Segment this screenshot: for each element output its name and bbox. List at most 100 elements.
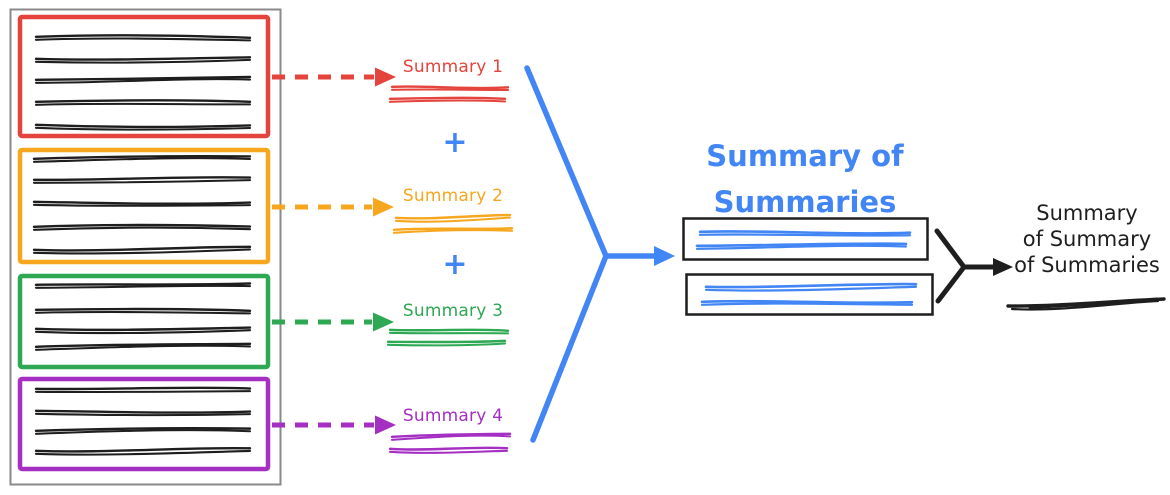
- sketch-stroke: [34, 446, 252, 453]
- sketch-stroke: [34, 37, 252, 42]
- summary-3-scribble: [386, 328, 510, 347]
- sketch-stroke: [386, 342, 507, 347]
- sketch-stroke: [390, 434, 512, 441]
- sketch-stroke: [388, 99, 507, 103]
- sketch-stroke: [388, 331, 510, 335]
- final-summary-label: Summary of Summary of Summaries: [1008, 200, 1166, 278]
- chunk-4-text-lines: [34, 386, 252, 456]
- sketch-stroke: [34, 344, 252, 351]
- sketch-stroke: [34, 390, 252, 394]
- chunk-4-box: [17, 376, 271, 472]
- arrow-chunk-2-to-summary-2: [272, 197, 394, 217]
- sketch-stroke: [32, 245, 252, 252]
- summary-1-scribble: [388, 85, 510, 103]
- sketch-stroke: [34, 56, 252, 61]
- summary-2-scribble: [392, 213, 514, 234]
- sketch-stroke: [394, 216, 512, 223]
- sketch-stroke: [34, 102, 252, 106]
- sketch-stroke: [32, 203, 252, 207]
- sketch-stroke: [698, 233, 912, 237]
- sketch-stroke: [34, 282, 252, 286]
- sketch-stroke: [34, 386, 252, 391]
- sketch-stroke: [394, 213, 512, 220]
- sos-box-2-text-lines: [700, 282, 918, 306]
- chunk-3-box: [17, 273, 271, 370]
- sketch-stroke: [32, 179, 252, 184]
- final-summary-label-line-1: Summary: [1036, 201, 1138, 225]
- summary-4-scribble: [388, 432, 512, 454]
- summary-of-summaries-title-line-2: Summaries: [713, 185, 897, 219]
- sketch-stroke: [34, 449, 252, 456]
- merge-arrow-blue-diagonals: [524, 65, 609, 443]
- sketch-stroke: [34, 326, 252, 332]
- sketch-stroke: [1028, 301, 1122, 310]
- sketch-stroke: [34, 342, 252, 348]
- sketch-stroke: [388, 96, 507, 101]
- sos-box-2: [685, 273, 934, 316]
- sketch-stroke: [34, 75, 252, 81]
- sketch-stroke: [1010, 299, 1160, 311]
- plus-operator-2: +: [442, 247, 468, 282]
- sketch-stroke: [388, 446, 509, 451]
- sketch-stroke: [34, 123, 252, 129]
- sketch-stroke: [388, 449, 509, 454]
- chunk-1-box: [17, 14, 271, 139]
- sketch-stroke: [32, 157, 252, 163]
- merge-arrow-blue-head: [654, 246, 675, 266]
- merge-arrow-black-head: [993, 258, 1013, 276]
- sketch-stroke: [700, 299, 914, 305]
- sketch-stroke: [698, 230, 912, 235]
- dashed-arrow-head: [373, 312, 394, 332]
- sketch-stroke: [34, 429, 252, 435]
- chunk-2-box: [17, 147, 271, 265]
- sketch-stroke: [34, 412, 252, 417]
- summary-3-label: Summary 3: [402, 301, 504, 321]
- dashed-arrow-head: [375, 67, 396, 87]
- sos-box-1-text-lines: [695, 230, 912, 250]
- arrow-chunk-1-to-summary-1: [272, 67, 396, 87]
- arrow-chunk-3-to-summary-3: [272, 312, 394, 332]
- sketch-stroke: [34, 311, 252, 315]
- chunk-3-text-lines: [34, 282, 252, 351]
- chunk-1-text-lines: [34, 34, 252, 131]
- sketch-stroke: [695, 244, 908, 250]
- sketch-stroke: [700, 302, 914, 306]
- final-summary-label-line-3: of Summaries: [1014, 253, 1160, 277]
- final-summary-label-line-2: of Summary: [1022, 227, 1152, 251]
- merge-arrow-black: [934, 228, 1013, 304]
- sketch-stroke: [34, 284, 252, 289]
- sketch-stroke: [32, 155, 252, 160]
- final-summary-scribble: [1006, 297, 1166, 311]
- merge-arrow-blue: [524, 65, 675, 443]
- merge-arrow-black-diagonals: [934, 228, 967, 304]
- source-document-frame: [9, 8, 282, 486]
- sketch-stroke: [32, 200, 252, 205]
- sketch-stroke: [390, 432, 512, 438]
- sketch-stroke: [32, 248, 252, 255]
- sketch-stroke: [34, 99, 252, 103]
- arrow-chunk-4-to-summary-4: [272, 415, 396, 435]
- sketch-stroke: [34, 126, 252, 131]
- sketch-stroke: [388, 328, 510, 332]
- sketch-stroke: [704, 282, 918, 289]
- dashed-arrow-head: [375, 415, 396, 435]
- summary-of-summaries-title: Summary of Summaries: [688, 133, 922, 225]
- sketch-stroke: [32, 226, 252, 231]
- sketch-stroke: [34, 427, 252, 432]
- summary-of-summaries-title-line-1: Summary of: [706, 139, 904, 173]
- sketch-stroke: [34, 409, 252, 414]
- sketch-stroke: [392, 227, 514, 231]
- summary-4-label: Summary 4: [402, 406, 504, 426]
- sketch-stroke: [32, 223, 252, 228]
- sketch-stroke: [390, 85, 510, 90]
- summary-2-label: Summary 2: [402, 186, 504, 206]
- sketch-stroke: [34, 58, 252, 64]
- sketch-stroke: [695, 242, 908, 248]
- sketch-stroke: [1006, 297, 1166, 308]
- sketch-stroke: [34, 34, 252, 39]
- sos-box-1: [682, 217, 929, 261]
- sketch-stroke: [34, 307, 252, 312]
- sketch-stroke: [34, 78, 252, 84]
